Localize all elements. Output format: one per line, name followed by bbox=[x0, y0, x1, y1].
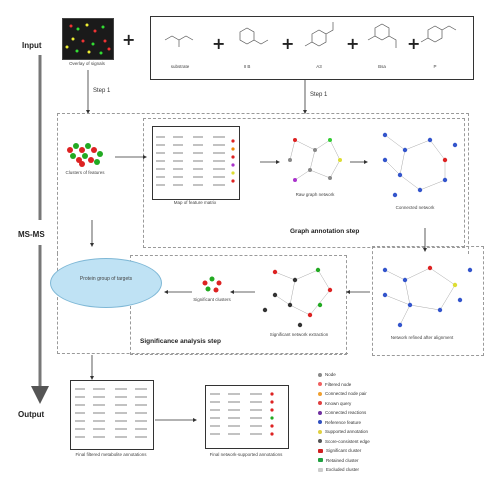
significant-network-caption: Significant network extraction bbox=[269, 332, 329, 337]
legend-label: Known query bbox=[325, 400, 352, 406]
row-label-msms: MS-MS bbox=[18, 230, 45, 239]
molecule-label: II B bbox=[243, 64, 251, 69]
legend-label: Connected reactions bbox=[325, 410, 367, 415]
refined-network-box bbox=[372, 246, 484, 356]
legend-item: Score-consistent edge bbox=[318, 439, 370, 444]
legend-label: Supported annotation bbox=[325, 429, 369, 434]
msms-frame-top bbox=[57, 113, 469, 254]
legend-label: Connected node pair bbox=[325, 391, 367, 396]
raw-network-caption: Raw graph network bbox=[295, 192, 335, 197]
output-table-2-rows bbox=[210, 392, 274, 436]
plus-sign: + bbox=[407, 34, 421, 53]
graph-annotation-title: Graph annotation step bbox=[290, 228, 360, 235]
plus-sign: + bbox=[212, 34, 226, 53]
legend-label: Reference feature bbox=[325, 419, 362, 425]
output-table-2-caption: Final network-supported annotations bbox=[209, 452, 283, 457]
plus-sign: + bbox=[122, 30, 136, 49]
input-image bbox=[62, 18, 114, 60]
legend-swatch bbox=[318, 382, 322, 386]
molecule-label: substrate bbox=[170, 64, 190, 69]
ellipse-label: Protein group of targets bbox=[79, 276, 133, 282]
feature-matrix bbox=[152, 126, 240, 200]
output-table-1-caption: Final filtered metabolite annotations bbox=[75, 452, 147, 457]
legend-label: Excluded cluster bbox=[326, 467, 360, 472]
legend-item: Connected reactions bbox=[318, 410, 366, 415]
refined-network-caption: Network refined after alignment bbox=[390, 335, 454, 340]
plus-sign: + bbox=[281, 34, 295, 53]
legend-swatch bbox=[318, 372, 322, 377]
msms-frame-bottom bbox=[57, 253, 348, 354]
output-table-1-rows bbox=[75, 388, 147, 438]
molecule-label: A3 bbox=[316, 64, 322, 69]
molecule-label: P bbox=[433, 64, 437, 69]
matrix-caption: Map of feature matrix bbox=[173, 200, 217, 205]
legend-swatch bbox=[318, 410, 322, 415]
molecule-box bbox=[150, 16, 474, 80]
legend-label: Retained cluster bbox=[326, 457, 359, 463]
significant-cluster-caption: Significant clusters bbox=[193, 297, 231, 302]
legend-item: Reference feature bbox=[318, 420, 361, 425]
legend-item: Connected node pair bbox=[318, 391, 367, 396]
legend-label: Filtered node bbox=[325, 381, 352, 387]
row-label-input: Input bbox=[22, 41, 42, 50]
legend-swatch bbox=[318, 439, 322, 443]
legend-item: Significant cluster bbox=[318, 448, 361, 453]
significance-title: Significance analysis step bbox=[140, 338, 221, 345]
legend-item: Node bbox=[318, 372, 336, 377]
connected-network-caption: Connected network bbox=[395, 205, 435, 210]
legend-label: Significant cluster bbox=[326, 448, 362, 453]
molecule-label: Bsa bbox=[378, 64, 386, 69]
graph-annotation-box bbox=[143, 118, 465, 248]
input-image-caption: Overlay of signals bbox=[69, 61, 105, 66]
legend-item: Supported annotation bbox=[318, 429, 368, 434]
plus-sign: + bbox=[346, 34, 360, 53]
signal-overlay-graphic bbox=[65, 23, 111, 55]
legend-item: Retained cluster bbox=[318, 458, 359, 463]
legend-label: Score-consistent edge bbox=[325, 438, 370, 444]
legend-swatch bbox=[318, 467, 323, 472]
legend-item: Excluded cluster bbox=[318, 467, 359, 472]
legend-item: Known query bbox=[318, 401, 351, 406]
legend-swatch bbox=[318, 391, 322, 396]
cluster-caption: Clusters of features bbox=[65, 170, 105, 175]
legend-swatch bbox=[318, 401, 322, 405]
legend-label: Node bbox=[325, 372, 336, 377]
legend-swatch bbox=[318, 429, 322, 434]
output-table-1 bbox=[70, 380, 154, 450]
row-label-output: Output bbox=[18, 410, 45, 419]
target-ellipse: Protein group of targets bbox=[50, 258, 162, 308]
legend-swatch bbox=[318, 448, 323, 453]
matrix-rows bbox=[156, 136, 235, 186]
step-label: Step 1 bbox=[309, 92, 329, 98]
output-table-2 bbox=[205, 385, 289, 449]
step-label: Step 1 bbox=[92, 88, 112, 94]
legend-swatch bbox=[318, 420, 322, 424]
legend-swatch bbox=[318, 458, 323, 462]
legend-item: Filtered node bbox=[318, 382, 351, 387]
